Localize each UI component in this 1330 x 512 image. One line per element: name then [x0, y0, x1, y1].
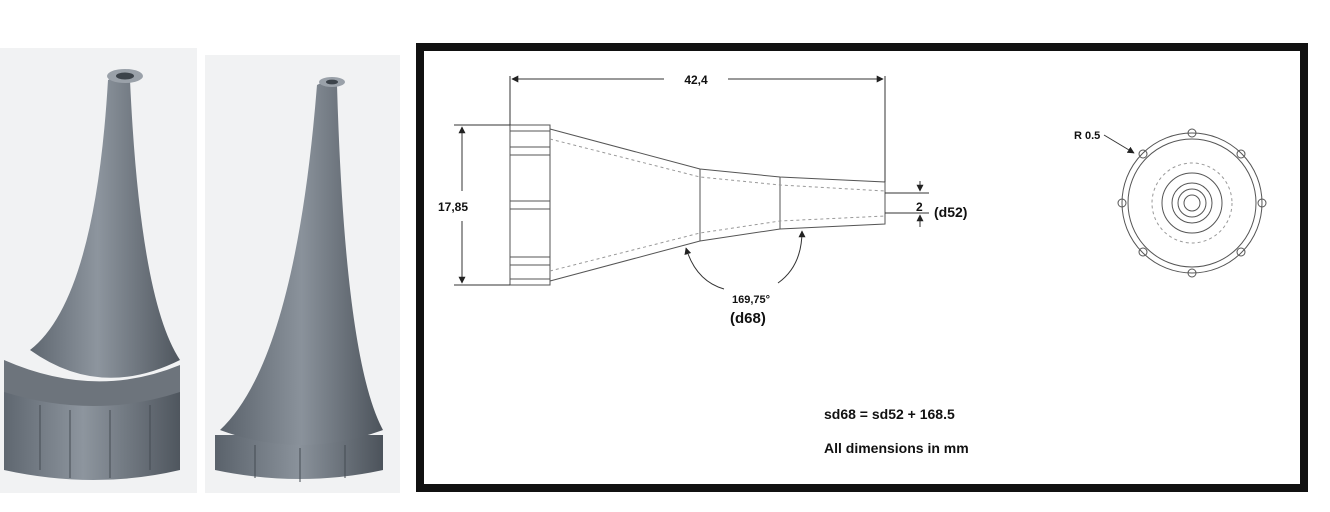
angle-dimension-value: 169,75°	[732, 294, 770, 306]
technical-drawing: 42,4 17,85 2 (d52) 169,75° (d68)	[438, 73, 1267, 456]
angle-dimension-param: (d68)	[730, 310, 766, 327]
nozzle-render-plain	[205, 55, 400, 493]
end-view	[1103, 128, 1267, 278]
units-note: All dimensions in mm	[824, 440, 969, 456]
tip-dimension	[885, 181, 929, 227]
length-dimension	[509, 75, 886, 182]
tip-dimension-value: 2	[916, 200, 923, 214]
radius-label: R 0.5	[1074, 130, 1100, 142]
length-dimension-label: 42,4	[684, 73, 708, 87]
tip-dimension-param: (d52)	[934, 204, 967, 220]
relation-note: sd68 = sd52 + 168.5	[824, 406, 955, 422]
height-dimension-label: 17,85	[438, 200, 468, 214]
height-dimension	[454, 124, 510, 286]
nozzle-render-with-collar	[0, 48, 197, 493]
side-view	[509, 124, 886, 286]
technical-drawing-frame: 42,4 17,85 2 (d52) 169,75° (d68)	[416, 43, 1308, 492]
angle-dimension	[684, 230, 806, 290]
